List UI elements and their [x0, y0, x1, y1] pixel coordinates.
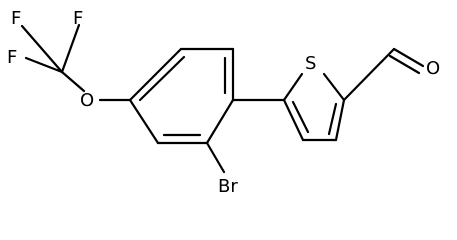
atom-o-ether: O	[80, 90, 94, 111]
bond-thio-e	[282, 98, 305, 142]
atom-s: S	[305, 53, 316, 74]
bond-c-cho	[342, 47, 396, 102]
molecule-diagram: F F F O Br S O	[7, 8, 440, 197]
bond-thio-a	[282, 72, 304, 102]
bond-ring-a	[128, 47, 183, 102]
bond-c-f3	[24, 56, 64, 74]
bond-ring-d	[205, 98, 235, 145]
bond-c-f2	[60, 23, 81, 74]
bond-thio-e-inner	[291, 100, 310, 134]
atom-f-1: F	[11, 8, 21, 29]
structure-canvas: F F F O Br S O	[7, 8, 440, 197]
atom-f-2: F	[73, 8, 83, 29]
bond-ring-a-inner	[138, 55, 186, 102]
atom-f-3: F	[7, 47, 17, 68]
bond-c-o-ether	[60, 70, 86, 93]
bond-c-o-aldehyde	[392, 47, 425, 68]
atom-o-aldehyde: O	[426, 58, 440, 79]
bond-ring-f	[128, 98, 160, 145]
atom-br: Br	[218, 176, 238, 197]
bond-thio-b	[322, 72, 346, 102]
bond-c-f1	[20, 24, 64, 74]
bond-thio-c-inner	[327, 102, 338, 136]
bond-c-br	[205, 141, 226, 174]
bond-c-o-aldehyde-inner	[388, 54, 421, 75]
bond-thio-c	[334, 98, 346, 142]
